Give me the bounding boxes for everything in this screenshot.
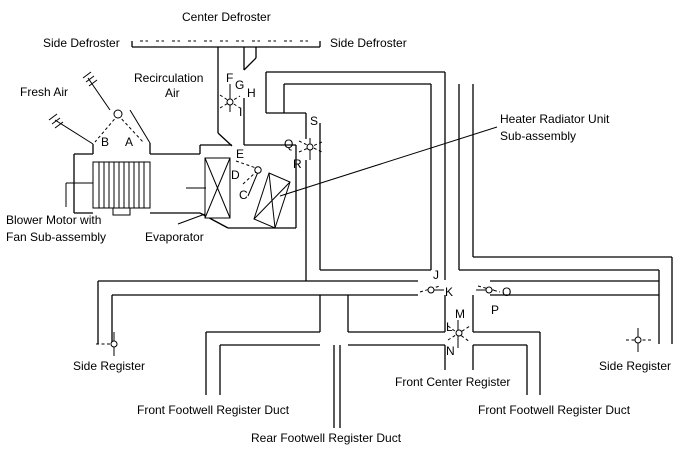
evaporator bbox=[204, 157, 231, 219]
side-register-label-right: Side Register bbox=[599, 359, 671, 373]
side-register-damper-right bbox=[626, 328, 651, 352]
letter-c: C bbox=[239, 188, 248, 202]
defroster-damper bbox=[219, 84, 241, 112]
letter-e: E bbox=[236, 147, 244, 161]
letter-g: G bbox=[235, 78, 244, 92]
letter-i: I bbox=[239, 105, 242, 119]
heater-radiator-label-line1: Heater Radiator Unit bbox=[500, 112, 610, 126]
letter-n: N bbox=[446, 344, 455, 358]
letter-m: M bbox=[455, 307, 465, 321]
evaporator-label: Evaporator bbox=[145, 230, 204, 244]
blower-motor-label-line1: Blower Motor with bbox=[6, 213, 101, 227]
letter-h: H bbox=[247, 86, 256, 100]
lower-distribution-ducts bbox=[97, 269, 659, 428]
damper-letters: A B C D E F G H I J K L M N O P Q R S bbox=[101, 71, 511, 358]
upper-face-duct bbox=[265, 71, 446, 270]
damper-k bbox=[419, 285, 444, 294]
front-footwell-label-left: Front Footwell Register Duct bbox=[137, 403, 290, 417]
letter-l: L bbox=[446, 320, 453, 334]
letter-o: O bbox=[502, 285, 511, 299]
letter-b: B bbox=[101, 135, 109, 149]
center-defroster-label: Center Defroster bbox=[182, 10, 271, 24]
letter-a: A bbox=[125, 135, 133, 149]
letter-f: F bbox=[226, 71, 233, 85]
letter-q: Q bbox=[284, 137, 293, 151]
damper-op bbox=[476, 285, 501, 294]
air-mix-damper bbox=[235, 160, 262, 197]
letter-k: K bbox=[445, 285, 453, 299]
leader-lines bbox=[65, 126, 498, 225]
defroster-outlets bbox=[131, 40, 321, 48]
side-defroster-label-left: Side Defroster bbox=[43, 36, 120, 50]
front-center-register-label: Front Center Register bbox=[395, 375, 510, 389]
heater-core bbox=[253, 172, 291, 229]
front-footwell-label-right: Front Footwell Register Duct bbox=[478, 403, 631, 417]
right-face-duct bbox=[444, 84, 673, 344]
fresh-air-label: Fresh Air bbox=[20, 85, 68, 99]
recirculation-label-line2: Air bbox=[165, 86, 180, 100]
damper-lmn bbox=[447, 320, 471, 348]
side-register-damper-left bbox=[96, 332, 118, 356]
intake-damper-ab bbox=[94, 109, 144, 143]
rear-footwell-label: Rear Footwell Register Duct bbox=[251, 431, 402, 445]
blower-motor bbox=[92, 161, 151, 216]
recirculation-label-line1: Recirculation bbox=[134, 71, 203, 85]
heater-radiator-label-line2: Sub-assembly bbox=[500, 129, 576, 143]
component-labels: Center Defroster Side Defroster Side Def… bbox=[6, 10, 671, 445]
letter-d: D bbox=[231, 168, 240, 182]
air-intake bbox=[73, 143, 297, 229]
blower-motor-label-line2: Fan Sub-assembly bbox=[6, 230, 106, 244]
defroster-duct bbox=[217, 47, 257, 147]
side-register-label-left: Side Register bbox=[73, 359, 145, 373]
recirculation-inlet bbox=[82, 71, 151, 144]
fresh-air-inlet bbox=[48, 113, 94, 145]
letter-s: S bbox=[310, 114, 318, 128]
side-defroster-label-right: Side Defroster bbox=[330, 36, 407, 50]
letter-p: P bbox=[491, 303, 499, 317]
letter-r: R bbox=[293, 157, 302, 171]
mode-damper-qrs bbox=[298, 113, 323, 270]
letter-j: J bbox=[433, 268, 439, 282]
